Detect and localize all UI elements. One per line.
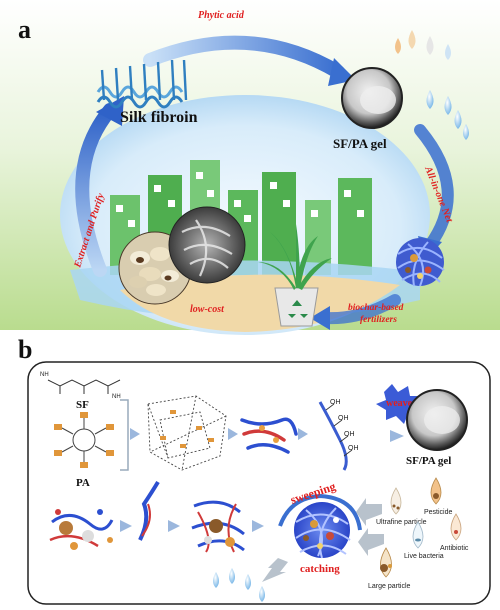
pollutant-drop-ultrafine [390, 487, 402, 515]
net-ball-b [294, 502, 351, 559]
arrow-in-1 [356, 498, 382, 526]
svg-text:OH: OH [330, 399, 341, 406]
svg-text:NH: NH [112, 394, 121, 400]
arrow-net [414, 124, 454, 251]
pollutant-drops [395, 30, 451, 60]
clean-drops [426, 90, 469, 140]
mixed-strands-particles [49, 509, 114, 550]
sf-chain: NH NH [40, 372, 121, 400]
sf-pa-gel-b-text: SF/PA gel [406, 455, 451, 467]
net-capture [191, 500, 245, 553]
biochar-text-2: fertilizers [360, 315, 397, 325]
plant-pot [258, 224, 332, 327]
catching-text: catching [300, 563, 340, 575]
svg-text:NH: NH [40, 372, 49, 378]
arrow-extract-head [96, 96, 124, 126]
arrow-extract [75, 103, 117, 277]
oh-chain [318, 401, 348, 471]
panel-b: b NH NH SF PA [18, 335, 491, 605]
bracket [120, 399, 129, 471]
arrow-in-2 [358, 528, 384, 556]
arrow-phytic [143, 35, 345, 79]
net-ball [396, 238, 445, 287]
crosslink-network [147, 395, 227, 471]
pollutant-drop-large [380, 547, 392, 578]
pollutant-drop-bacteria [412, 521, 424, 549]
panel-a-label: a [18, 15, 31, 44]
svg-text:OH: OH [348, 445, 359, 452]
sf-text: SF [76, 399, 89, 411]
pa-molecule [54, 412, 114, 468]
large-particle-text: Large particle [368, 583, 411, 590]
clean-drops-b [213, 568, 265, 602]
pa-text: PA [76, 477, 90, 489]
svg-text:OH: OH [338, 415, 349, 422]
pesticide-text: Pesticide [424, 509, 453, 516]
antibiotic-text: Antibiotic [440, 545, 469, 552]
live-bacteria-text: Live bacteria [404, 553, 444, 560]
biochar-text-1: biochar-based [348, 303, 404, 313]
arrow-out [262, 558, 288, 582]
single-strand [138, 480, 160, 541]
pollutant-drop-pesticide [430, 477, 442, 505]
arrow-fertilizer-head [310, 306, 330, 330]
ultrafine-text: Ultrafine particle [376, 519, 427, 526]
silk-fibroin-text: Silk fibroin [120, 109, 198, 126]
twisted-strands [240, 417, 298, 454]
pollutant-drop-antibiotic [450, 513, 462, 541]
phytic-acid-text: Phytic acid [198, 10, 245, 21]
silk-fibroin-helices [96, 59, 188, 109]
svg-text:OH: OH [344, 431, 355, 438]
sf-pa-gel-text: SF/PA gel [333, 136, 387, 151]
sweep-arc [278, 493, 362, 531]
weave-text: weave [386, 398, 413, 409]
panel-a: a [0, 0, 500, 335]
low-cost-text: low-cost [190, 304, 225, 315]
panel-b-label: b [18, 335, 32, 364]
arrow-fertilizer [319, 294, 401, 325]
